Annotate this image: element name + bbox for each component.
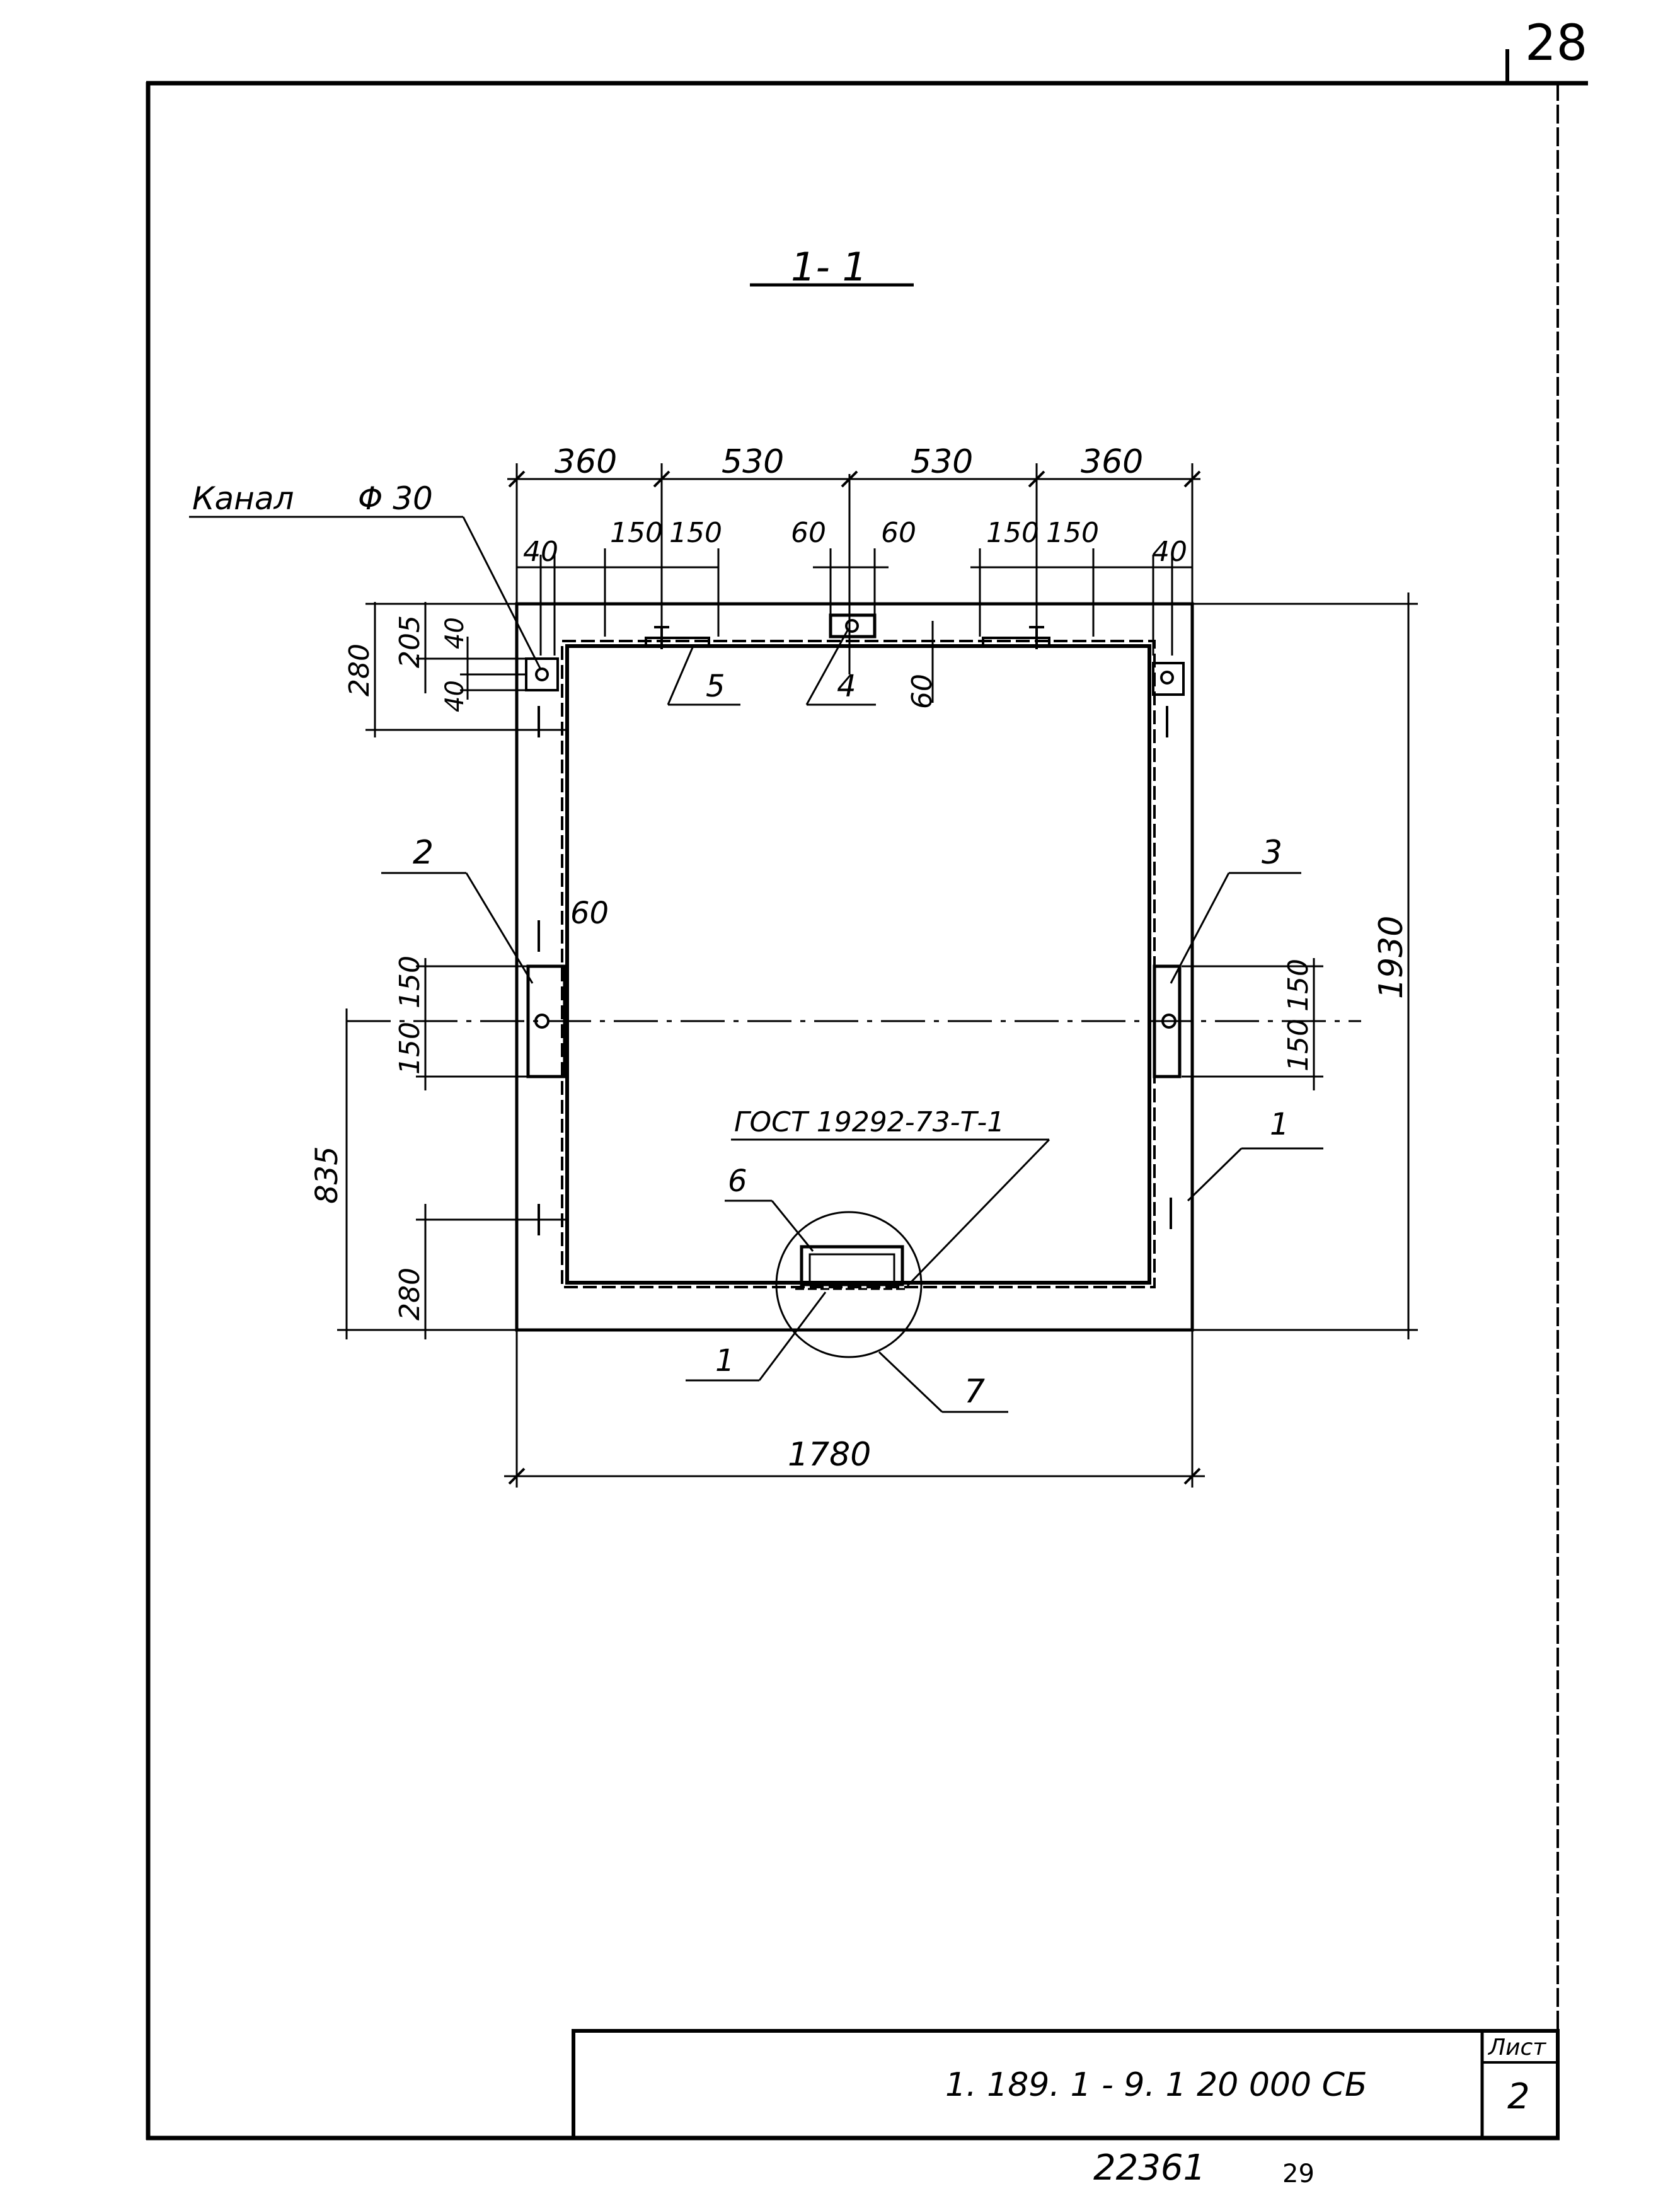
callout-3: 3 bbox=[1262, 834, 1282, 872]
right-dim-150-down: 150 bbox=[1282, 1019, 1315, 1072]
left-dim-150-up: 150 bbox=[394, 956, 426, 1008]
top-dim-2: 530 bbox=[722, 443, 784, 481]
leader-lines bbox=[189, 516, 1323, 1413]
left-dim-280-top: 280 bbox=[343, 644, 376, 696]
sub-dim-center-l: 60 bbox=[791, 517, 826, 549]
left-embedded-plate bbox=[526, 964, 567, 1078]
sub-dim-pair-b1: 150 bbox=[986, 517, 1039, 549]
right-embedded-plate bbox=[1153, 964, 1182, 1078]
right-dim-1930: 1930 bbox=[1372, 916, 1410, 999]
left-dim-40-b: 40 bbox=[440, 680, 469, 712]
right-channel-fitting bbox=[1152, 662, 1185, 1229]
sub-dim-center-r: 60 bbox=[881, 517, 916, 549]
sub-dim-right-edge: 40 bbox=[1152, 536, 1187, 568]
callout-1-bottom: 1 bbox=[715, 1343, 735, 1378]
right-dim-150-up: 150 bbox=[1282, 959, 1315, 1012]
archive-number: 22361 bbox=[1093, 2147, 1205, 2188]
callout-4: 4 bbox=[837, 669, 856, 704]
channel-label: Канал bbox=[192, 480, 294, 517]
sheet-label: Лист bbox=[1487, 2035, 1546, 2060]
channel-diameter: Φ 30 bbox=[358, 480, 433, 517]
left-channel-fitting bbox=[525, 657, 559, 1235]
left-dim-205: 205 bbox=[394, 615, 426, 668]
top-dim-4: 360 bbox=[1081, 443, 1143, 481]
callout-1-right: 1 bbox=[1270, 1107, 1289, 1142]
sub-dim-left-edge: 40 bbox=[523, 536, 558, 568]
callout-5: 5 bbox=[706, 669, 725, 704]
section-body bbox=[347, 474, 1361, 1332]
right-dim-60-top: 60 bbox=[906, 674, 938, 709]
right-dimension-lines bbox=[931, 592, 1418, 1339]
title-block bbox=[572, 2029, 1560, 2140]
top-dimension-chain bbox=[507, 463, 1201, 656]
left-dim-280-bottom: 280 bbox=[394, 1268, 426, 1320]
callout-6: 6 bbox=[728, 1164, 747, 1199]
sub-dim-pair-a2: 150 bbox=[669, 517, 722, 549]
page-number-top: 28 bbox=[1525, 15, 1587, 72]
callout-2: 2 bbox=[413, 834, 434, 872]
section-label: 1- 1 bbox=[791, 244, 867, 290]
section-title: 1- 1 bbox=[750, 244, 914, 290]
top-dim-1: 360 bbox=[555, 443, 617, 481]
bottom-dimension-lines bbox=[504, 1330, 1205, 1488]
top-center-channel-fitting bbox=[829, 613, 877, 639]
gost-note: ГОСТ 19292-73-Т-1 bbox=[734, 1106, 1004, 1138]
left-dim-150-down: 150 bbox=[394, 1022, 426, 1075]
sub-dim-pair-b2: 150 bbox=[1046, 517, 1099, 549]
left-dim-40-a: 40 bbox=[440, 617, 469, 649]
left-dim-60-mid: 60 bbox=[570, 896, 609, 931]
bottom-dim-1780: 1780 bbox=[788, 1436, 871, 1474]
sheet-frame bbox=[146, 49, 1588, 2141]
sheet-number: 2 bbox=[1507, 2076, 1530, 2117]
document-code: 1. 189. 1 - 9. 1 20 000 СБ bbox=[945, 2066, 1367, 2104]
bottom-drain-detail bbox=[775, 1211, 923, 1358]
left-dimension-lines bbox=[337, 602, 567, 1339]
callout-7: 7 bbox=[964, 1373, 985, 1411]
top-right-plate bbox=[982, 626, 1050, 649]
top-dim-3: 530 bbox=[911, 443, 973, 481]
top-left-plate bbox=[645, 626, 710, 649]
sub-dim-pair-a1: 150 bbox=[610, 517, 663, 549]
page-number-bottom: 29 bbox=[1282, 2159, 1315, 2188]
left-dim-835: 835 bbox=[309, 1146, 345, 1204]
